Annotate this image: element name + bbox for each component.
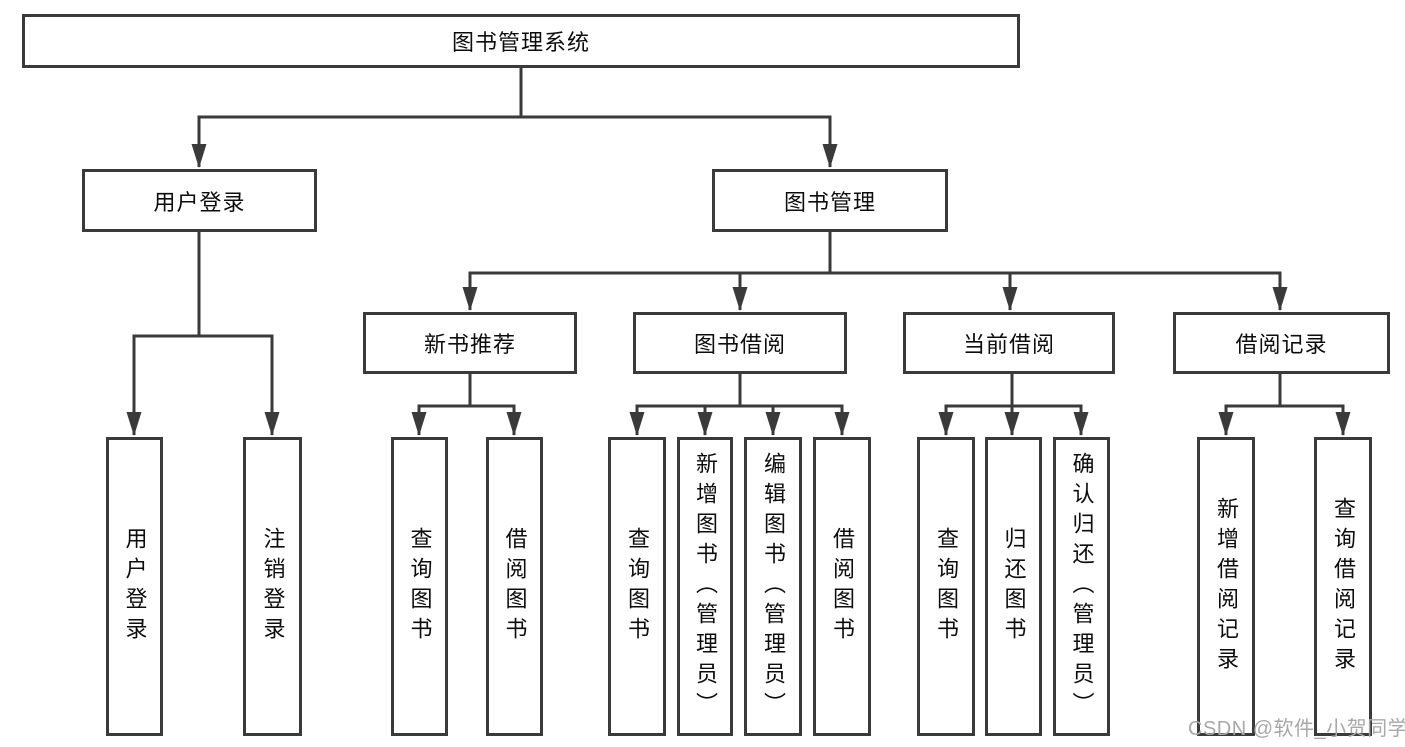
leaf-logout: 注销登录 xyxy=(243,437,302,736)
leaf-nb-query-books: 查询图书 xyxy=(391,437,448,736)
leaf-br-add-record: 新增借阅记录 xyxy=(1197,437,1255,736)
leaf-user-login: 用户登录 xyxy=(106,437,163,736)
leaf-label: 用户登录 xyxy=(122,526,148,647)
leaf-bb-add-books-admin: 新增图书（管理员） xyxy=(677,437,733,736)
leaf-label: 新增图书（管理员） xyxy=(693,451,718,722)
csdn-watermark: CSDN @软件_小贺同学 xyxy=(1188,718,1405,740)
leaf-label: 查询图书 xyxy=(625,526,650,647)
leaf-cb-confirm-return-admin: 确认归还（管理员） xyxy=(1053,437,1110,736)
leaf-br-query-record: 查询借阅记录 xyxy=(1314,437,1372,736)
node-new-book-recommend: 新书推荐 xyxy=(363,312,577,374)
node-user-login: 用户登录 xyxy=(82,169,317,232)
leaf-label: 编辑图书（管理员） xyxy=(761,451,786,722)
node-root-system: 图书管理系统 xyxy=(22,14,1020,68)
leaf-label: 借阅图书 xyxy=(830,526,855,647)
node-borrow-record: 借阅记录 xyxy=(1173,312,1390,374)
node-book-borrow: 图书借阅 xyxy=(633,312,847,374)
leaf-bb-borrow-books: 借阅图书 xyxy=(813,437,871,736)
leaf-label: 查询图书 xyxy=(934,526,959,647)
leaf-label: 确认归还（管理员） xyxy=(1069,451,1095,722)
leaf-label: 查询图书 xyxy=(407,526,433,647)
leaf-label: 归还图书 xyxy=(1001,526,1027,647)
leaf-bb-query-books: 查询图书 xyxy=(608,437,666,736)
node-book-management: 图书管理 xyxy=(712,169,948,232)
leaf-nb-borrow-books: 借阅图书 xyxy=(486,437,543,736)
leaf-label: 新增借阅记录 xyxy=(1214,496,1239,677)
leaf-label: 查询借阅记录 xyxy=(1331,496,1356,677)
leaf-cb-query-books: 查询图书 xyxy=(917,437,975,736)
leaf-label: 注销登录 xyxy=(260,526,286,647)
leaf-label: 借阅图书 xyxy=(502,526,528,647)
leaf-bb-edit-books-admin: 编辑图书（管理员） xyxy=(744,437,802,736)
node-current-borrow: 当前借阅 xyxy=(903,312,1115,374)
leaf-cb-return-books: 归还图书 xyxy=(985,437,1042,736)
